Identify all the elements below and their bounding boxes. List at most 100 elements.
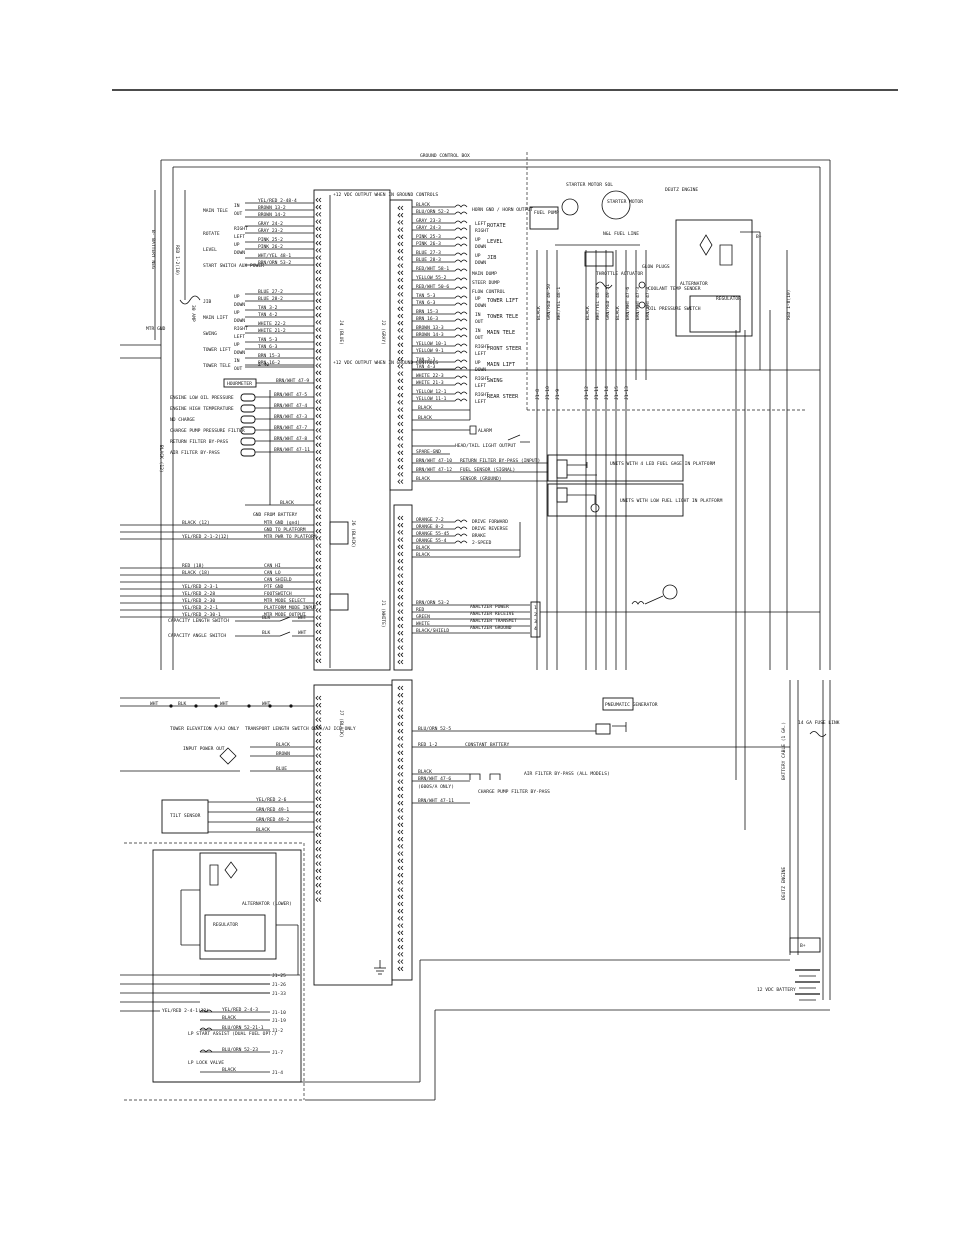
wire-label: BRN/WHT 47-8 bbox=[645, 287, 651, 320]
wire-label: BLACK (12) bbox=[182, 520, 210, 526]
terminal-label: J1-8 bbox=[535, 389, 541, 400]
direction-label: RIGHT bbox=[475, 344, 489, 350]
coil-symbol bbox=[454, 318, 468, 322]
pin-symbol bbox=[315, 572, 322, 577]
wire-label: BRN/WHT 47-12 bbox=[416, 467, 452, 473]
pin-symbol bbox=[397, 414, 404, 420]
pin-symbol bbox=[315, 818, 322, 823]
pin-symbol bbox=[315, 521, 322, 527]
direction-label: UP bbox=[475, 253, 481, 259]
pin-symbol bbox=[397, 829, 404, 835]
throttle-label: THROTTLE ACTUATOR bbox=[596, 271, 643, 277]
pin-symbol bbox=[315, 240, 322, 246]
pin-symbol bbox=[315, 608, 322, 613]
pin-symbol bbox=[397, 299, 404, 304]
coil-symbol bbox=[454, 526, 468, 530]
deutz-engine-label: DEUTZ ENGINE bbox=[665, 187, 698, 193]
j7-label: INPUT POWER OUT bbox=[183, 746, 225, 752]
valve-label: ROTATE bbox=[487, 223, 506, 229]
pin-symbol bbox=[315, 890, 322, 895]
pin-symbol bbox=[315, 464, 322, 469]
pin-symbol bbox=[315, 356, 322, 361]
coil-symbol bbox=[454, 211, 468, 215]
direction-label: OUT bbox=[234, 211, 243, 217]
wire-label: YEL/RED 2-30 bbox=[182, 598, 215, 604]
wire-label: YEL/RED 2-30-1 bbox=[182, 612, 221, 618]
pin-symbol bbox=[397, 313, 404, 319]
direction-label: UP bbox=[234, 342, 240, 348]
wire-label: WHT/YEL 48-1 bbox=[258, 253, 291, 259]
fuel-gage-note: UNITS WITH 4 LED FUEL GAGE IN PLATFORM bbox=[610, 461, 715, 467]
pin-symbol bbox=[315, 658, 322, 664]
pin-symbol bbox=[315, 760, 322, 766]
pin-symbol bbox=[315, 478, 322, 484]
pin-symbol bbox=[315, 334, 322, 340]
wire-label: BRN/WHT 47-9 bbox=[276, 378, 309, 384]
wire-label: RED 1-8(10) bbox=[786, 290, 792, 320]
coil-symbol bbox=[454, 227, 468, 231]
pin-symbol bbox=[315, 746, 322, 751]
pin-symbol bbox=[397, 421, 404, 427]
coil-symbol bbox=[454, 327, 468, 331]
wire-label: BLACK bbox=[280, 500, 294, 506]
wire-label: BLACK bbox=[418, 415, 432, 421]
wire-label: YEL/RED 2-1-2(12) bbox=[182, 534, 229, 540]
drive-label: BRAKE bbox=[472, 533, 486, 539]
wire-label: BRN/WHT 47-3 bbox=[274, 414, 307, 420]
pin-symbol bbox=[397, 342, 404, 348]
wire-label: TAN 3-2 bbox=[258, 305, 278, 311]
connector-j7: J7 (BLACK) bbox=[338, 710, 344, 738]
wire-label: BLACK bbox=[416, 552, 430, 558]
coil-symbol bbox=[454, 220, 468, 224]
wire-label: BLK bbox=[262, 615, 271, 621]
wire-label: YELLOW 10-1 bbox=[416, 341, 447, 347]
pin-symbol bbox=[315, 629, 322, 635]
wire-label: BRN/WHT 47-10 bbox=[416, 458, 452, 464]
terminal-label: J1-15 bbox=[614, 386, 620, 400]
pin-symbol bbox=[315, 861, 322, 866]
pin-symbol bbox=[315, 492, 322, 498]
pin-symbol bbox=[397, 659, 404, 665]
pin-symbol bbox=[397, 638, 404, 643]
direction-label: OUT bbox=[475, 335, 484, 341]
pin-symbol bbox=[397, 944, 404, 950]
switch-symbol bbox=[240, 448, 256, 457]
terminal-label: J1-2 bbox=[272, 1028, 283, 1034]
direction-label: LEFT bbox=[234, 334, 245, 340]
pin-symbol bbox=[315, 449, 322, 455]
wire-label: BLACK bbox=[276, 742, 290, 748]
wire-label: GRAY 24-2 bbox=[258, 221, 283, 227]
pin-symbol bbox=[397, 700, 404, 705]
charge-pump-label: CHARGE PUMP FILTER BY-PASS bbox=[478, 789, 550, 795]
pin-symbol bbox=[397, 764, 404, 770]
pin-symbol bbox=[315, 320, 322, 325]
pin-symbol bbox=[397, 407, 404, 412]
wire-label: BLUE 28-2 bbox=[258, 296, 283, 302]
pin-symbol bbox=[315, 406, 322, 412]
direction-label: LEFT bbox=[475, 383, 486, 389]
pin-symbol bbox=[397, 464, 404, 470]
pin-symbol bbox=[315, 897, 322, 902]
fuel-light-note: UNITS WITH LOW FUEL LIGHT IN PLATFORM bbox=[620, 498, 723, 504]
pin-symbol bbox=[397, 815, 404, 820]
pin-symbol bbox=[397, 645, 404, 650]
pin-symbol bbox=[397, 630, 404, 636]
b-plus-lower: B+ bbox=[800, 943, 806, 949]
fuse-30-amp: 30 AMP bbox=[190, 305, 196, 322]
j7-label: TRANSPORT LENGTH SWITCH 600A/AJ ICE ONLY bbox=[245, 726, 356, 732]
pin-symbol bbox=[397, 234, 404, 240]
pin-symbol bbox=[315, 600, 322, 606]
coil-symbol bbox=[199, 1009, 213, 1013]
connector-pins bbox=[315, 197, 404, 972]
pin-symbol bbox=[397, 522, 404, 528]
wire-label: YEL/RED 2-4-3 bbox=[222, 1007, 258, 1013]
air-filter-group: AIR FILTER BY-PASS (ALL MODELS) CHARGE P… bbox=[469, 771, 610, 795]
pin-symbol bbox=[397, 916, 404, 921]
j1-label: SENSOR (GROUND) bbox=[460, 476, 502, 482]
pin-symbol bbox=[315, 731, 322, 737]
coil-symbol bbox=[454, 398, 468, 402]
pin-symbol bbox=[397, 349, 404, 355]
pin-symbol bbox=[397, 436, 404, 441]
wire-label: BRN/ORN 53-2 bbox=[416, 600, 449, 606]
